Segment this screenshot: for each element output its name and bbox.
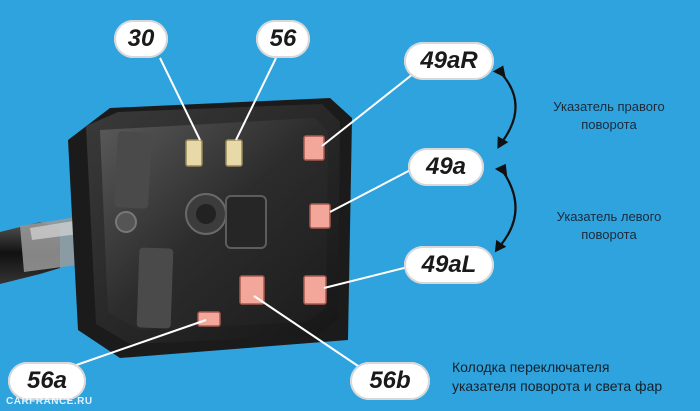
terminal-30 (185, 139, 203, 167)
label-terminal-56a: 56a (8, 362, 86, 400)
terminal-49a (309, 203, 331, 229)
label-terminal-49aL: 49aL (404, 246, 494, 284)
label-terminal-49a: 49a (408, 148, 484, 186)
terminal-56 (225, 139, 243, 167)
double-arrow-icon (499, 169, 517, 247)
label-terminal-56b: 56b (350, 362, 430, 400)
label-terminal-49aR: 49aR (404, 42, 494, 80)
label-terminal-56: 56 (256, 20, 310, 58)
arrow-icons (499, 71, 517, 247)
caption-left-turn: Указатель левого поворота (524, 208, 694, 244)
caption-right-turn: Указатель правого поворота (524, 98, 694, 134)
caption-left-turn-line1: Указатель левого (556, 209, 662, 224)
leader-lines (61, 57, 419, 371)
caption-block: Колодка переключателя указателя поворота… (452, 358, 698, 396)
double-arrow-icon (499, 71, 517, 143)
caption-right-turn-line1: Указатель правого (553, 99, 665, 114)
label-terminal-30: 30 (114, 20, 168, 58)
caption-block-line1: Колодка переключателя (452, 359, 610, 375)
watermark: CARFRANCE.RU (6, 396, 93, 407)
terminal-56a (197, 311, 221, 327)
terminal-49aR (303, 135, 325, 161)
terminal-49aL (303, 275, 327, 305)
caption-right-turn-line2: поворота (581, 117, 637, 132)
caption-block-line2: указателя поворота и света фар (452, 378, 663, 394)
caption-left-turn-line2: поворота (581, 227, 637, 242)
terminal-56b (239, 275, 265, 305)
